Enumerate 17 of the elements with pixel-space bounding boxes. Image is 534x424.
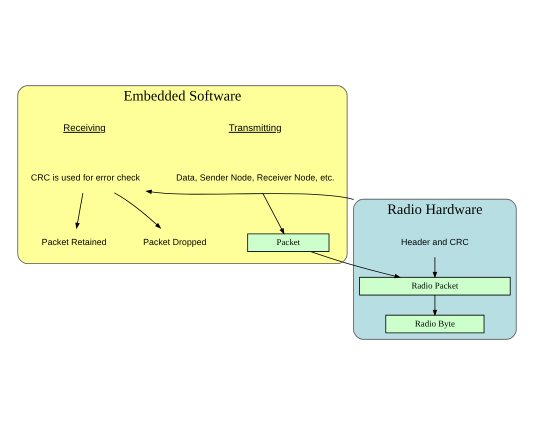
arrow: [145, 189, 354, 200]
arrow: [114, 192, 162, 228]
label: Transmitting: [228, 122, 282, 134]
node-box: Packet: [247, 232, 330, 252]
node-box: Radio Byte: [385, 314, 484, 333]
node-text: Header and CRC: [400, 236, 469, 246]
arrow: [432, 256, 438, 278]
node-text: CRC is used for error check: [30, 172, 140, 182]
node-text: Packet Dropped: [143, 236, 207, 246]
arrow: [262, 192, 285, 234]
arrow: [432, 294, 438, 316]
label: Receiving: [63, 122, 106, 134]
arrow: [310, 250, 401, 278]
node-box: Radio Packet: [359, 276, 511, 295]
arrow: [75, 192, 84, 229]
node-text: Data, Sender Node, Receiver Node, etc.: [176, 172, 334, 182]
node-text: Packet Retained: [42, 236, 107, 246]
